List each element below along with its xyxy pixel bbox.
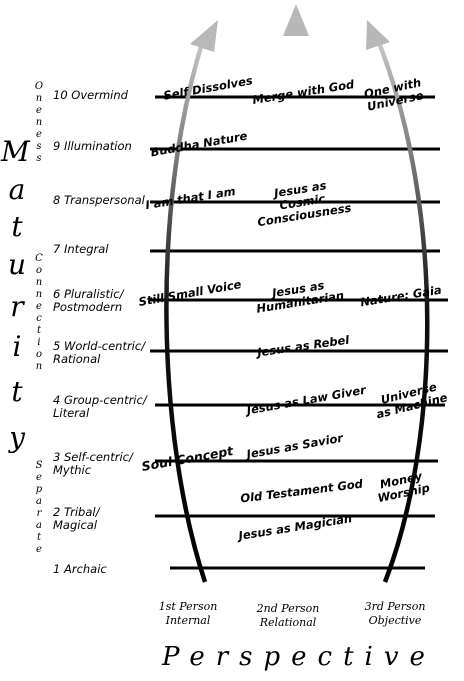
level-5-label: 5 World-centric/ Rational xyxy=(53,339,146,366)
level-6-label: 6 Pluralistic/ Postmodern xyxy=(53,287,124,314)
column-label-second-person: 2nd Person Relational xyxy=(243,602,333,630)
separate-letter-5: r xyxy=(36,508,42,519)
connection-letter-10: n xyxy=(35,361,43,372)
separate-letter-7: t xyxy=(36,532,42,543)
perspective-label: Perspective xyxy=(162,642,436,672)
maturity-letter-6: i xyxy=(12,330,22,363)
separate-letter-1: S xyxy=(35,460,43,471)
maturity-letter-8: y xyxy=(9,421,25,454)
connection-letter-8: i xyxy=(37,337,41,348)
oneness-letter-7: s xyxy=(36,153,42,164)
level-7-label: 7 Integral xyxy=(53,242,109,256)
level-9-label: 9 Illumination xyxy=(53,139,132,153)
maturity-letter-4: u xyxy=(7,248,27,281)
column-second-subtitle: Relational xyxy=(259,616,317,629)
oneness-letter-4: n xyxy=(35,117,43,128)
column-first-title: 1st Person xyxy=(158,600,218,613)
column-third-subtitle: Objective xyxy=(368,614,422,627)
connection-letter-5: e xyxy=(36,301,42,312)
oneness-letter-6: s xyxy=(36,141,42,152)
first-person-arrow-shaft xyxy=(164,39,208,583)
maturity-letter-7: t xyxy=(11,375,23,408)
connection-letter-1: C xyxy=(35,253,43,264)
level-2-label: 2 Tribal/ Magical xyxy=(53,505,100,532)
connection-letter-9: o xyxy=(35,349,43,360)
oneness-letter-5: e xyxy=(36,129,42,140)
third-person-arrowhead xyxy=(366,20,390,50)
column-first-subtitle: Internal xyxy=(165,614,211,627)
column-second-title: 2nd Person xyxy=(256,602,320,615)
connection-letter-7: t xyxy=(36,325,42,336)
first-person-arrowhead xyxy=(190,20,218,52)
maturity-letter-3: t xyxy=(11,210,23,243)
second-person-arrowhead xyxy=(283,4,309,36)
separate-letter-4: a xyxy=(36,496,42,507)
maturity-letter-5: r xyxy=(10,290,24,323)
level-4-label: 4 Group-centric/ Literal xyxy=(53,393,147,420)
level-10-label: 10 Overmind xyxy=(53,88,128,102)
oneness-letter-2: n xyxy=(35,93,43,104)
maturity-letter-2: a xyxy=(8,173,26,206)
maturity-letter-1: M xyxy=(1,135,30,168)
level-1-label: 1 Archaic xyxy=(53,562,107,576)
level-3-label: 3 Self-centric/ Mythic xyxy=(53,450,133,477)
connection-letter-2: o xyxy=(35,265,43,276)
column-label-third-person: 3rd Person Objective xyxy=(350,600,440,628)
separate-letter-8: e xyxy=(36,544,42,555)
separate-letter-3: p xyxy=(35,484,43,495)
oneness-letter-3: e xyxy=(36,105,42,116)
connection-letter-4: n xyxy=(35,289,43,300)
level-8-label: 8 Transpersonal xyxy=(53,193,145,207)
third-person-arrow-shaft xyxy=(375,39,430,583)
connection-letter-3: n xyxy=(35,277,43,288)
separate-letter-6: a xyxy=(36,520,42,531)
column-label-first-person: 1st Person Internal xyxy=(143,600,233,628)
column-third-title: 3rd Person xyxy=(364,600,426,613)
oneness-letter-1: O xyxy=(34,81,44,92)
separate-letter-2: e xyxy=(36,472,42,483)
connection-letter-6: c xyxy=(36,313,42,324)
